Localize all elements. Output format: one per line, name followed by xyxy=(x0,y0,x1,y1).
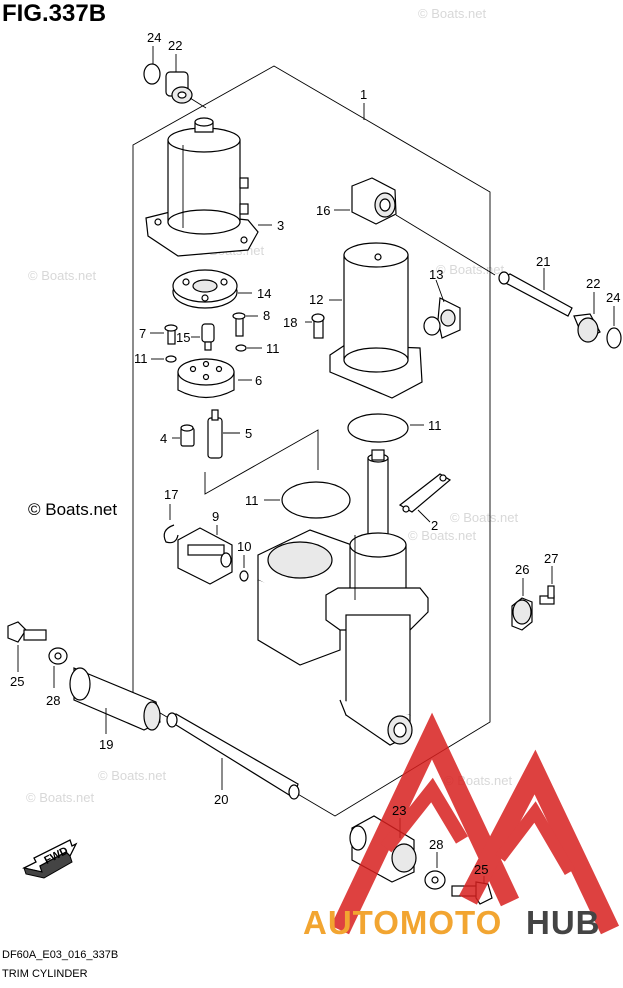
callout-22-top: 22 xyxy=(168,38,182,53)
callout-6: 6 xyxy=(255,373,262,388)
callout-7: 7 xyxy=(139,326,146,341)
callout-11-large-lower: 11 xyxy=(245,493,259,508)
brand-name-part-b: HUB xyxy=(526,904,601,941)
watermark-dark: © Boats.net xyxy=(28,500,118,519)
plug-13 xyxy=(423,297,461,339)
o-ring-11-right xyxy=(235,344,247,352)
callout-3: 3 xyxy=(277,218,284,233)
model-code: DF60A_E03_016_337B xyxy=(2,949,119,961)
callout-20: 20 xyxy=(214,792,228,807)
bushing-26 xyxy=(511,597,533,631)
trim-cylinder-body xyxy=(257,449,429,746)
pump-motor-3 xyxy=(145,117,259,257)
callout-17: 17 xyxy=(164,487,178,502)
o-ring-11-large-lower xyxy=(281,481,351,519)
bolt-25-left xyxy=(7,621,47,643)
callout-1: 1 xyxy=(360,87,367,102)
circlip-17 xyxy=(163,524,179,544)
callout-22-right: 22 xyxy=(586,276,600,291)
callout-16: 16 xyxy=(316,203,330,218)
gear-plate-14 xyxy=(172,269,238,309)
callout-19: 19 xyxy=(99,737,113,752)
watermark: © Boats.net xyxy=(450,510,519,525)
check-valve-15 xyxy=(201,323,215,351)
watermark: © Boats.net xyxy=(98,768,167,783)
bolt-7 xyxy=(164,324,178,345)
callout-5: 5 xyxy=(245,426,252,441)
callout-11-left: 11 xyxy=(134,351,148,366)
callout-2: 2 xyxy=(431,518,438,533)
bolt-18 xyxy=(311,313,325,339)
valve-4 xyxy=(180,424,195,447)
callout-25-lower: 25 xyxy=(474,862,488,877)
circlip-24-right xyxy=(606,327,622,349)
callout-28-lower: 28 xyxy=(429,837,443,852)
circlip-24-top xyxy=(143,63,161,85)
o-ring-11-large-upper xyxy=(347,413,409,443)
callout-9: 9 xyxy=(212,509,219,524)
bolt-8 xyxy=(232,312,246,337)
callout-21: 21 xyxy=(536,254,550,269)
fwd-arrow-icon: FWD xyxy=(22,839,78,879)
valve-assembly-5 xyxy=(207,409,223,459)
callout-8: 8 xyxy=(263,308,270,323)
callout-23: 23 xyxy=(392,803,406,818)
watermark: © Boats.net xyxy=(26,790,95,805)
callout-24-right: 24 xyxy=(606,290,620,305)
figure-caption: TRIM CYLINDER xyxy=(2,968,88,980)
retainer-2 xyxy=(398,473,452,513)
mount-bushing-16 xyxy=(351,177,397,225)
o-ring-11-left xyxy=(165,355,177,363)
callout-11-right: 11 xyxy=(266,341,280,356)
callout-15: 15 xyxy=(176,330,190,345)
o-ring-10 xyxy=(239,570,249,582)
callout-26: 26 xyxy=(515,562,529,577)
sub-assembly-bracket xyxy=(204,429,319,495)
callout-13: 13 xyxy=(429,267,443,282)
callout-10: 10 xyxy=(237,539,251,554)
callout-28-left: 28 xyxy=(46,693,60,708)
manual-valve-9 xyxy=(177,527,233,585)
brand-name-part-a: AUTOMOTO xyxy=(303,904,502,941)
bushing-22-top xyxy=(165,71,193,104)
callout-14: 14 xyxy=(257,286,271,301)
bushing-22-right xyxy=(573,313,601,343)
shaft-20 xyxy=(166,712,300,800)
callout-11-large-upper: 11 xyxy=(428,418,442,433)
bolt-27 xyxy=(539,585,555,605)
callout-25-left: 25 xyxy=(10,674,24,689)
callout-18: 18 xyxy=(283,315,297,330)
watermark: © Boats.net xyxy=(28,268,97,283)
watermark: © Boats.net xyxy=(408,528,477,543)
pin-21 xyxy=(498,271,573,317)
callout-4: 4 xyxy=(160,431,167,446)
sleeve-19 xyxy=(69,667,161,731)
figure-title: FIG.337B xyxy=(2,0,107,27)
automotohub-logo-icon xyxy=(330,712,620,935)
callout-12: 12 xyxy=(309,292,323,307)
watermark: © Boats.net xyxy=(418,6,487,21)
callout-27: 27 xyxy=(544,551,558,566)
reservoir-12 xyxy=(329,242,423,399)
callout-24-top: 24 xyxy=(147,30,161,45)
watermark: © Boats.net xyxy=(436,262,505,277)
pump-body-6 xyxy=(177,358,235,399)
